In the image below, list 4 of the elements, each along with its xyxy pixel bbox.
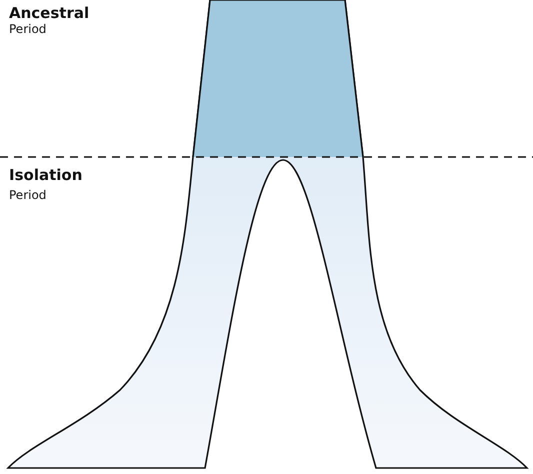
period-heading: Isolation (9, 166, 82, 184)
period-label: Period (9, 188, 46, 202)
period-heading: Ancestral (9, 4, 90, 22)
period-label: Period (9, 22, 46, 36)
